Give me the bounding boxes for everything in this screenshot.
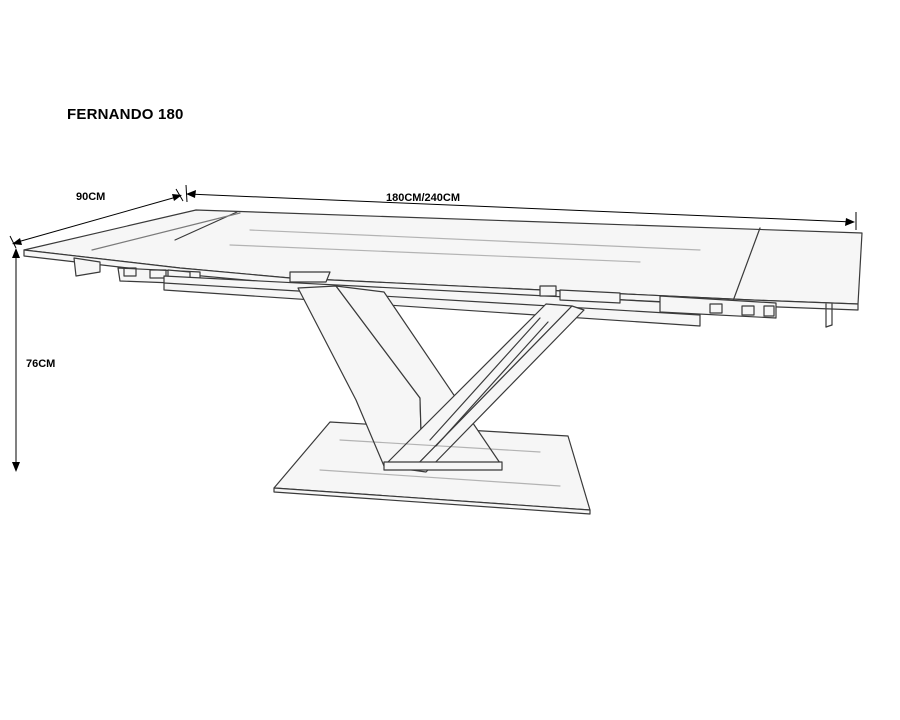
length-dimension-label: 180CM/240CM — [386, 192, 460, 204]
height-dimension-label: 76CM — [26, 358, 56, 370]
dimension-lines — [9, 184, 857, 472]
width-dimension-label: 90CM — [76, 191, 106, 203]
table-base — [273, 285, 591, 515]
sketch-texture — [229, 229, 701, 487]
product-title: FERNANDO 180 — [67, 106, 184, 123]
